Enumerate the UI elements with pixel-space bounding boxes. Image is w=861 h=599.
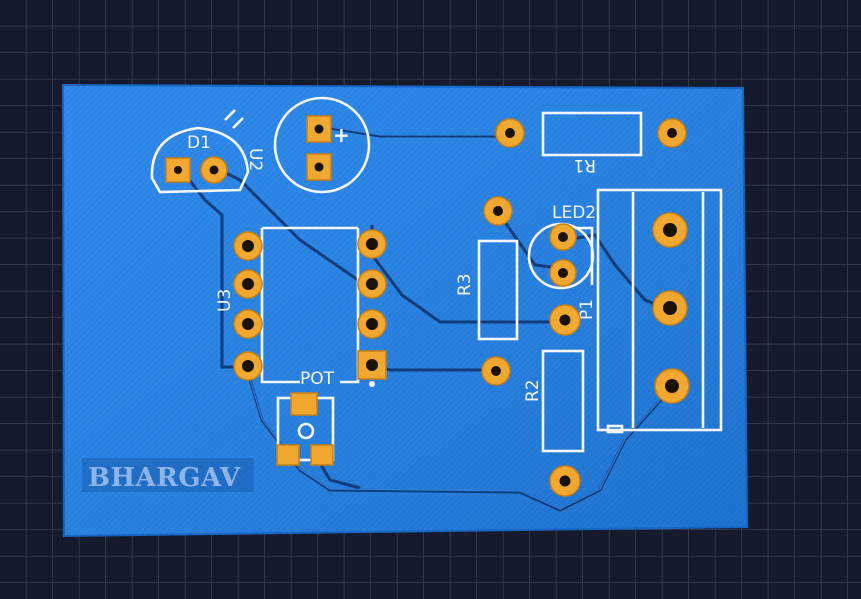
label-plus: +: [333, 123, 350, 147]
silk-labels: D1 U2 U3 R1 R3 R2 LED2 P1 POT +: [187, 123, 597, 402]
label-u2: U2: [245, 148, 265, 171]
label-led2: LED2: [552, 203, 596, 223]
label-d1: D1: [187, 133, 211, 153]
label-p1: P1: [577, 299, 597, 320]
brand-label: BHARGAV: [88, 463, 241, 493]
brand: BHARGAV: [82, 458, 254, 493]
label-r2: R2: [523, 379, 543, 402]
d1-outline: [150, 126, 250, 194]
pads: [165, 115, 690, 497]
label-u3: U3: [215, 289, 235, 312]
r1-outline: [541, 111, 643, 157]
pcb-board: [61, 83, 749, 538]
label-r3: R3: [455, 273, 475, 296]
p1-outline: [596, 188, 723, 432]
r3-outline: [477, 239, 519, 341]
label-pot: POT: [300, 369, 335, 389]
r2-outline: [541, 349, 585, 453]
u3-outline: [260, 226, 360, 384]
pad-pot-right: [310, 444, 334, 466]
label-r1: R1: [573, 155, 596, 175]
pad-pot-wiper: [290, 392, 318, 416]
pad-pot-left: [276, 444, 300, 466]
u2-outline: [273, 96, 371, 194]
